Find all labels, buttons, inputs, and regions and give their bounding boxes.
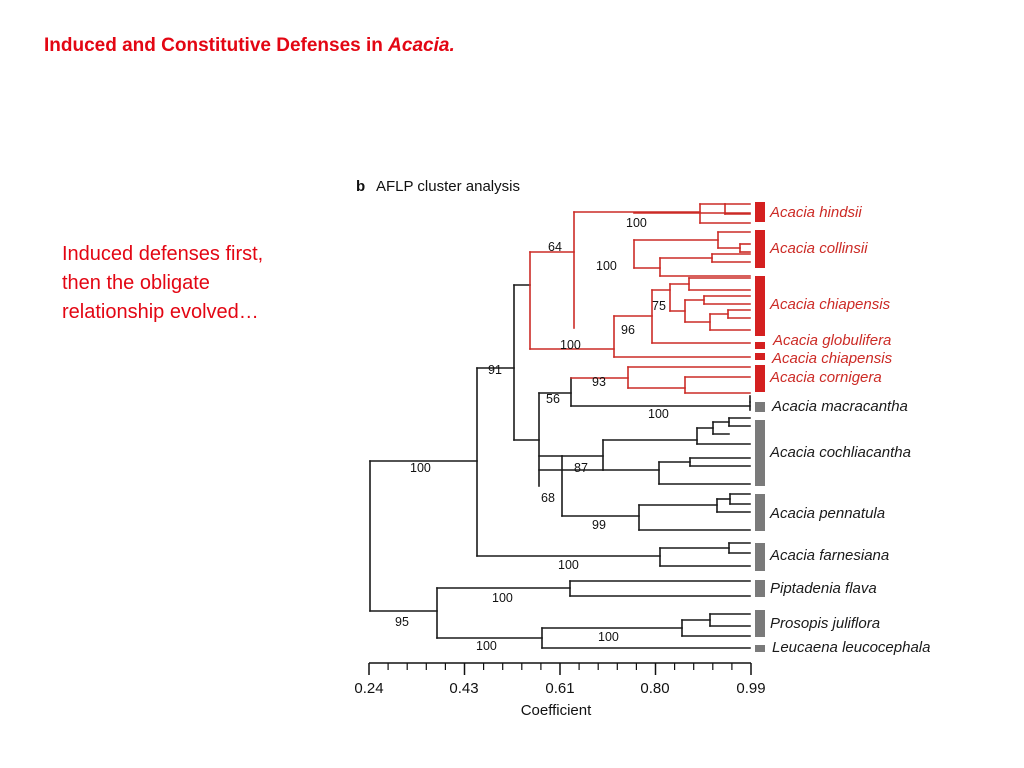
axis-tick-label: 0.99: [736, 680, 765, 697]
support-value: 100: [492, 591, 513, 605]
support-value: 100: [560, 338, 581, 352]
support-value: 91: [488, 363, 502, 377]
group-bar: [755, 645, 765, 652]
axis-title: Coefficient: [521, 702, 592, 719]
caption-line-2: then the obligate: [62, 272, 210, 294]
slide-title: Induced and Constitutive Defenses in Aca…: [44, 35, 455, 57]
support-value: 95: [395, 615, 409, 629]
support-value: 56: [546, 392, 560, 406]
group-bar: [755, 353, 765, 360]
taxon-label: Acacia chiapensis: [769, 296, 891, 313]
taxon-label: Acacia macracantha: [771, 398, 908, 415]
axis-tick-label: 0.43: [449, 680, 478, 697]
group-bar: [755, 276, 765, 336]
support-value: 100: [558, 558, 579, 572]
panel-letter: b: [356, 178, 365, 195]
bootstrap-support-values: 100 64 100 75 96 100 91 93 56 100 87 100…: [395, 216, 669, 653]
axis-tick-label: 0.80: [640, 680, 669, 697]
group-bar: [755, 202, 765, 222]
support-value: 96: [621, 323, 635, 337]
support-value: 75: [652, 299, 666, 313]
group-bar: [755, 420, 765, 486]
group-bar: [755, 543, 765, 571]
group-bar: [755, 610, 765, 637]
support-value: 100: [596, 259, 617, 273]
axis-tick-label: 0.24: [354, 680, 383, 697]
support-value: 99: [592, 518, 606, 532]
caption-line-3: relationship evolved…: [62, 301, 259, 323]
support-value: 100: [648, 407, 669, 421]
support-value: 100: [410, 461, 431, 475]
taxon-label: Acacia hindsii: [769, 204, 862, 221]
taxon-label: Piptadenia flava: [770, 580, 877, 597]
support-value: 100: [598, 630, 619, 644]
group-bar: [755, 230, 765, 268]
axis-tick-label: 0.61: [545, 680, 574, 697]
taxon-label: Acacia globulifera: [772, 332, 891, 349]
taxon-label: Acacia cornigera: [769, 369, 882, 386]
taxon-label: Acacia farnesiana: [769, 547, 889, 564]
myrmecophyte-branches: [529, 203, 751, 394]
taxon-label: Acacia pennatula: [769, 505, 885, 522]
coefficient-axis: 0.24 0.43 0.61 0.80 0.99 Coefficient: [354, 662, 766, 719]
taxon-label: Acacia cochliacantha: [769, 444, 911, 461]
axis-ticks: [368, 663, 752, 675]
group-bar: [755, 342, 765, 349]
taxon-label: Acacia chiapensis: [771, 350, 893, 367]
group-bar: [755, 402, 765, 412]
taxon-label: Prosopis juliflora: [770, 615, 880, 632]
caption: Induced defenses first, then the obligat…: [62, 240, 352, 327]
non-myrmecophyte-branches: [369, 284, 751, 649]
support-value: 100: [476, 639, 497, 653]
support-value: 64: [548, 240, 562, 254]
taxon-label: Acacia collinsii: [769, 240, 868, 257]
support-value: 68: [541, 491, 555, 505]
group-bar: [755, 580, 765, 597]
support-value: 87: [574, 461, 588, 475]
support-value: 100: [626, 216, 647, 230]
caption-line-1: Induced defenses first,: [62, 243, 264, 265]
taxon-labels: Acacia hindsii Acacia collinsii Acacia c…: [769, 204, 930, 656]
support-value: 93: [592, 375, 606, 389]
taxon-label: Leucaena leucocephala: [772, 639, 930, 656]
panel-title: AFLP cluster analysis: [376, 178, 520, 195]
group-bar: [755, 494, 765, 531]
group-bar: [755, 365, 765, 392]
slide-title-genus: Acacia.: [388, 35, 455, 56]
group-bars: [755, 202, 765, 652]
slide-title-prefix: Induced and Constitutive Defenses in: [44, 35, 389, 56]
